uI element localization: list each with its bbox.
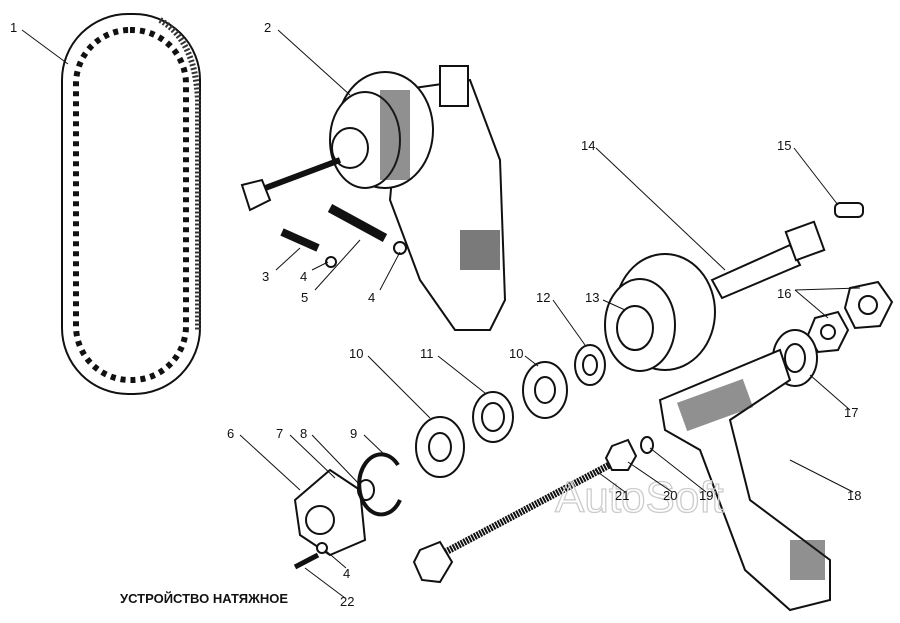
callout-19: 19 bbox=[699, 488, 713, 503]
bearings-and-spacer bbox=[415, 361, 568, 478]
callout-5: 5 bbox=[301, 290, 308, 305]
callout-22: 22 bbox=[340, 594, 354, 609]
callout-10: 10 bbox=[349, 346, 363, 361]
callout-20: 20 bbox=[663, 488, 677, 503]
callout-4: 4 bbox=[343, 566, 350, 581]
callout-18: 18 bbox=[847, 488, 861, 503]
callout-labels: 1 2 3 4 5 4 6 7 8 9 10 11 10 12 13 14 15… bbox=[10, 20, 861, 609]
leader-lines bbox=[21, 29, 861, 599]
lower-bracket-and-bolt bbox=[412, 348, 831, 612]
callout-21: 21 bbox=[615, 488, 629, 503]
callout-11: 11 bbox=[420, 346, 434, 361]
callout-13: 13 bbox=[585, 290, 599, 305]
callout-7: 7 bbox=[276, 426, 283, 441]
callout-8: 8 bbox=[300, 426, 307, 441]
timing-belt bbox=[61, 13, 201, 395]
diagram-title: УСТРОЙСТВО НАТЯЖНОЕ bbox=[120, 591, 289, 606]
shaft-and-fittings bbox=[710, 202, 894, 387]
callout-15: 15 bbox=[777, 138, 791, 153]
callout-17: 17 bbox=[844, 405, 858, 420]
callout-2: 2 bbox=[264, 20, 271, 35]
upper-tensioner-assembly bbox=[240, 65, 507, 331]
callout-12: 12 bbox=[536, 290, 550, 305]
callout-4: 4 bbox=[368, 290, 375, 305]
pulley-and-washer bbox=[574, 253, 716, 386]
callout-10: 10 bbox=[509, 346, 523, 361]
callout-6: 6 bbox=[227, 426, 234, 441]
callout-3: 3 bbox=[262, 269, 269, 284]
callout-14: 14 bbox=[581, 138, 595, 153]
callout-1: 1 bbox=[10, 20, 17, 35]
callout-9: 9 bbox=[350, 426, 357, 441]
callout-16: 16 bbox=[777, 286, 791, 301]
callout-4: 4 bbox=[300, 269, 307, 284]
watermark: AutoSoft bbox=[555, 473, 724, 522]
